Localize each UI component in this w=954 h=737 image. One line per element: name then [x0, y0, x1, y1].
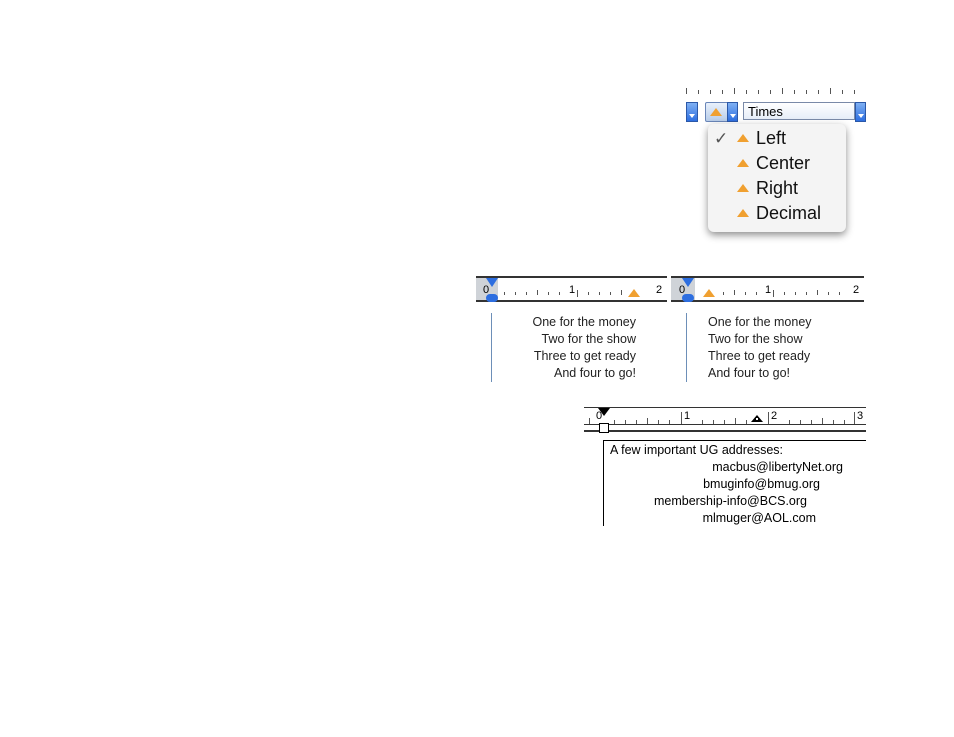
document-line: One for the money [532, 315, 636, 329]
ruler-number: 0 [483, 284, 490, 296]
first-line-indent-marker[interactable] [486, 278, 498, 287]
document-line: Three to get ready [533, 349, 636, 363]
menu-item-decimal[interactable]: Decimal [708, 201, 846, 226]
menu-item-label: Center [756, 153, 811, 173]
ruler-decimal-tab: 0 1 2 3 [584, 404, 866, 434]
document-line: mlmuger@AOL.com [702, 511, 816, 525]
ruler-right-tab: 0 1 2 [476, 276, 667, 304]
ruler-number: 2 [853, 284, 860, 296]
ruler-bottom-line [671, 300, 864, 302]
menu-item-left[interactable]: ✓ Left [708, 126, 846, 151]
ruler-number: 2 [656, 284, 663, 296]
tab-alignment-menu: ✓ Left Center Right Decimal [708, 124, 846, 232]
document-line: Two for the show [708, 332, 803, 346]
ruler-bottom-line [476, 300, 667, 302]
triangle-tab-icon [737, 209, 749, 217]
document-left-tab: One for the money Two for the show Three… [686, 313, 864, 382]
triangle-tab-icon [710, 108, 722, 116]
ruler-top-line [476, 276, 667, 278]
document-line: macbus@libertyNet.org [712, 460, 843, 474]
left-indent-marker[interactable] [599, 423, 609, 433]
ruler-number: 1 [684, 410, 691, 422]
menu-item-label: Right [756, 178, 799, 198]
ruler-bottom-line [584, 430, 866, 432]
document-right-tab: One for the money Two for the show Three… [491, 313, 667, 382]
checkmark-icon: ✓ [714, 129, 729, 148]
triangle-tab-icon [737, 159, 749, 167]
ruler-mid-line [584, 424, 866, 425]
ruler-top-line [584, 407, 866, 408]
triangle-tab-icon [737, 184, 749, 192]
decimal-dot [756, 418, 758, 420]
top-ruler [682, 88, 864, 96]
tab-style-popup-button[interactable] [705, 102, 729, 122]
font-name-value: Times [748, 104, 783, 119]
ruler-number: 0 [596, 410, 603, 422]
first-line-indent-marker[interactable] [682, 278, 694, 287]
ruler-number: 2 [771, 410, 778, 422]
menu-item-label: Decimal [756, 203, 822, 223]
left-dropdown-arrow-button[interactable] [686, 102, 698, 122]
ruler-number: 3 [857, 410, 864, 422]
font-name-field[interactable]: Times [743, 102, 855, 120]
document-line: membership-info@BCS.org [653, 494, 807, 508]
ruler-number: 1 [765, 284, 772, 296]
triangle-tab-icon [737, 134, 749, 142]
left-indent-marker[interactable] [682, 294, 694, 302]
document-line: And four to go! [708, 366, 791, 380]
ruler-number: 0 [679, 284, 686, 296]
tab-style-menu-panel: Times ✓ Left Center Right Decimal [682, 80, 866, 246]
ruler-number: 1 [569, 284, 576, 296]
ruler-left-tab: 0 1 2 [671, 276, 864, 304]
ruler-top-line [671, 276, 864, 278]
document-line: bmuginfo@bmug.org [703, 477, 820, 491]
document-line: Three to get ready [708, 349, 811, 363]
document-line: And four to go! [553, 366, 636, 380]
right-tab-marker[interactable] [628, 289, 640, 297]
font-dropdown-arrow[interactable] [855, 102, 866, 122]
document-line: One for the money [708, 315, 812, 329]
document-line: Two for the show [541, 332, 637, 346]
document-heading: A few important UG addresses: [610, 443, 783, 457]
left-tab-marker[interactable] [703, 289, 715, 297]
tab-style-dropdown-arrow[interactable] [727, 102, 738, 122]
first-line-indent-marker[interactable] [598, 408, 610, 416]
left-indent-marker[interactable] [486, 294, 498, 302]
menu-item-right[interactable]: Right [708, 176, 846, 201]
menu-item-center[interactable]: Center [708, 151, 846, 176]
menu-item-label: Left [756, 128, 787, 148]
document-decimal-tab: A few important UG addresses: macbus@lib… [603, 440, 866, 526]
